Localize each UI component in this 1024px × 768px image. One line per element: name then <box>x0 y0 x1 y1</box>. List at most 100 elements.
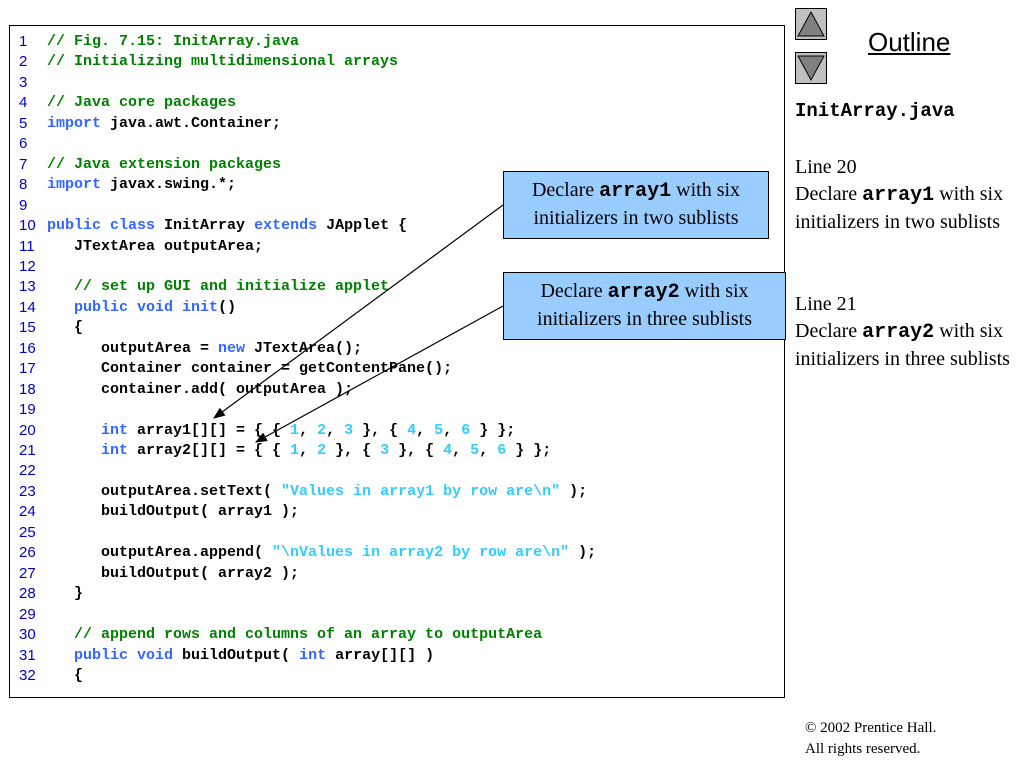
code-token: 5 <box>470 442 480 459</box>
code-text: int array1[][] = { { 1, 2, 3 }, { 4, 5, … <box>47 421 515 441</box>
code-line: 22 <box>10 461 780 481</box>
code-token: { <box>47 666 84 684</box>
sidebar-note-line20: Line 20 Declare array1 with six initiali… <box>795 154 1010 236</box>
code-token: InitArray <box>155 217 255 235</box>
code-text: buildOutput( array2 ); <box>47 564 299 584</box>
code-line: 7 // Java extension packages <box>10 155 780 175</box>
next-slide-button[interactable] <box>795 52 827 84</box>
code-token: , <box>299 421 318 439</box>
line-number: 28 <box>19 585 36 603</box>
code-token: 1 <box>290 421 300 439</box>
code-text: outputArea.setText( "Values in array1 by… <box>47 482 587 502</box>
code-line: 12 <box>10 257 780 277</box>
code-text: { <box>47 318 83 338</box>
note-text: with six initializers in three sublists <box>795 320 1010 370</box>
code-text: outputArea = new JTextArea(); <box>47 339 362 359</box>
line-number: 21 <box>19 442 36 459</box>
code-token: int <box>47 421 129 439</box>
note-description: Declare array2 with six initializers in … <box>795 318 1010 373</box>
code-token: JApplet { <box>317 217 408 235</box>
callout-code: array1 <box>599 180 672 203</box>
code-token: , <box>452 442 471 459</box>
code-token: 3 <box>344 421 354 439</box>
line-number: 20 <box>19 421 36 439</box>
code-text: import javax.swing.*; <box>47 175 236 195</box>
code-line: 4 // Java core packages <box>10 93 780 113</box>
code-token: }, { <box>389 442 444 459</box>
code-token: outputArea.append( <box>47 544 273 562</box>
code-line: 15 { <box>10 318 780 338</box>
code-token: 4 <box>443 442 453 459</box>
code-token: // Java extension packages <box>47 155 282 173</box>
note-code: array2 <box>862 321 935 344</box>
code-token: public void <box>47 298 174 316</box>
line-number: 11 <box>19 237 35 255</box>
code-text: // set up GUI and initialize applet <box>47 277 389 297</box>
code-token: 1 <box>290 442 300 459</box>
code-line: 9 <box>10 196 780 216</box>
code-token: buildOutput( array1 ); <box>47 503 300 521</box>
code-token: import <box>47 114 102 132</box>
code-line: 24 buildOutput( array1 ); <box>10 502 780 522</box>
line-number: 15 <box>19 319 36 337</box>
code-line: 23 outputArea.setText( "Values in array1… <box>10 482 780 502</box>
code-line: 18 container.add( outputArea ); <box>10 380 780 400</box>
line-number: 30 <box>19 626 36 644</box>
code-token: } }; <box>470 421 516 439</box>
line-number: 5 <box>19 114 28 132</box>
code-line: 20 int array1[][] = { { 1, 2, 3 }, { 4, … <box>10 421 780 441</box>
line-number: 17 <box>19 360 36 378</box>
line-number: 12 <box>19 257 36 275</box>
outline-link[interactable]: Outline <box>868 27 951 57</box>
copyright-text: 2002 Prentice Hall. <box>816 720 937 736</box>
line-number: 24 <box>19 503 36 521</box>
code-token: JTextArea outputArea; <box>47 237 264 255</box>
code-text: container.add( outputArea ); <box>47 380 353 400</box>
line-number: 18 <box>19 380 36 398</box>
code-token: () <box>218 298 237 316</box>
line-number: 23 <box>19 482 36 500</box>
code-token: }, { <box>353 421 408 439</box>
code-line: 31 public void buildOutput( int array[][… <box>10 646 780 666</box>
code-token: JTextArea(); <box>245 339 363 357</box>
line-number: 7 <box>19 155 28 173</box>
code-token: "\nValues in array2 by row are\n" <box>272 544 570 562</box>
code-token: public class <box>47 217 156 235</box>
code-token: 2 <box>317 442 327 459</box>
code-token: 5 <box>434 421 444 439</box>
code-line: 1// Fig. 7.15: InitArray.java <box>10 32 780 52</box>
callout-array1: Declare array1 with six initializers in … <box>503 171 769 239</box>
code-token: init <box>182 298 219 316</box>
code-token: 4 <box>407 421 417 439</box>
code-token: ); <box>569 544 597 562</box>
code-token: outputArea.setText( <box>47 482 282 500</box>
code-token: 6 <box>461 421 471 439</box>
previous-slide-button[interactable] <box>795 8 827 40</box>
code-token: extends <box>254 217 318 235</box>
code-text: Container container = getContentPane(); <box>47 359 452 379</box>
note-text: Declare <box>795 320 863 342</box>
line-number: 22 <box>19 462 36 480</box>
line-number: 25 <box>19 523 36 541</box>
code-line: 21 int array2[][] = { { 1, 2 }, { 3 }, {… <box>10 441 780 461</box>
code-token: "Values in array1 by row are\n" <box>281 482 561 500</box>
code-text: // Initializing multidimensional arrays <box>47 52 398 72</box>
code-token: 3 <box>380 442 390 459</box>
code-token: , <box>443 421 462 439</box>
line-number: 31 <box>19 646 36 664</box>
sidebar-filename: InitArray.java <box>795 100 955 122</box>
line-number: 9 <box>19 196 28 214</box>
line-number: 32 <box>19 666 36 684</box>
code-token: }, { <box>326 442 381 459</box>
code-text: // Fig. 7.15: InitArray.java <box>47 32 299 52</box>
code-token: , <box>416 421 435 439</box>
code-text: buildOutput( array1 ); <box>47 502 299 522</box>
line-number: 4 <box>19 94 28 112</box>
code-line: 2// Initializing multidimensional arrays <box>10 52 780 72</box>
line-number: 16 <box>19 339 36 357</box>
code-token: } }; <box>506 442 552 459</box>
code-line: 6 <box>10 134 780 154</box>
code-text: // Java core packages <box>47 93 236 113</box>
